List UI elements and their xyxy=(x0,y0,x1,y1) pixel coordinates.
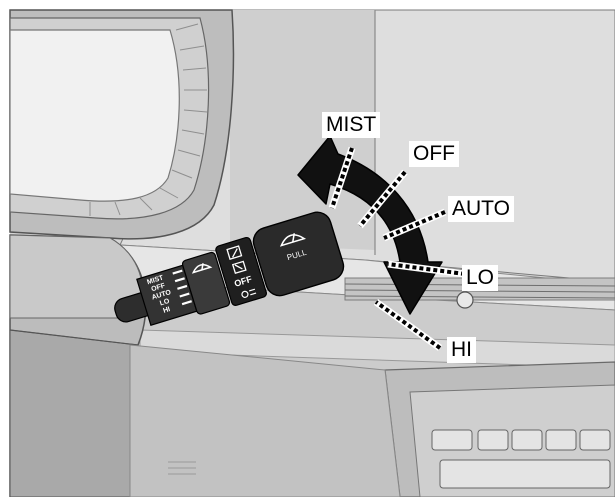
svg-text:MIST: MIST xyxy=(146,274,165,286)
position-label-auto: AUTO xyxy=(448,196,514,222)
vent-knob xyxy=(456,291,474,309)
console-buttons xyxy=(431,429,611,489)
stalk-end-cap xyxy=(252,211,345,297)
end-cap-wiper-icon xyxy=(279,233,307,247)
rear-wiper-icon xyxy=(226,245,243,260)
cluster-bezel-ridges xyxy=(89,23,208,216)
stalk-collar xyxy=(181,251,231,315)
position-label-hi: HI xyxy=(447,337,476,363)
wiper-stalk: MIST OFF AUTO LO HI OFF PULL xyxy=(114,211,345,326)
cluster-screen xyxy=(9,29,180,202)
position-label-lo: LO xyxy=(462,265,499,291)
stalk-ring-text: MIST OFF AUTO LO HI xyxy=(146,274,172,315)
position-label-mist: MIST xyxy=(322,112,381,138)
position-label-off: OFF xyxy=(409,141,459,167)
svg-text:LO: LO xyxy=(159,298,171,308)
svg-text:OFF: OFF xyxy=(151,282,167,293)
detent-lines-dashes xyxy=(330,147,466,350)
washer-icon xyxy=(231,260,247,275)
dash-lower-grille xyxy=(168,461,196,475)
rear-washer-icon xyxy=(241,288,257,298)
front-wiper-icon xyxy=(191,263,213,274)
column-shroud-lower xyxy=(9,329,139,498)
stalk-ring-ticks xyxy=(172,269,192,306)
shroud-line xyxy=(9,329,139,346)
svg-text:HI: HI xyxy=(162,306,171,315)
